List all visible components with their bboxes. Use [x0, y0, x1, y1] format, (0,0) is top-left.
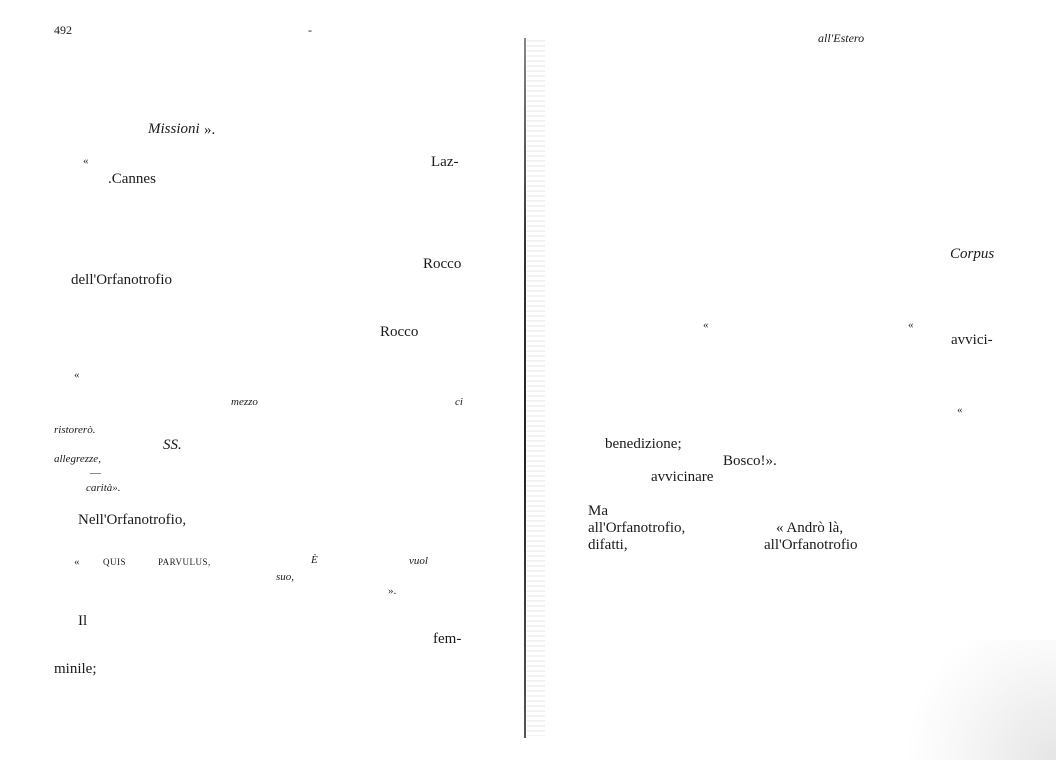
word-il: Il: [78, 613, 88, 629]
word-andro-la: « Andrò là,: [776, 520, 844, 536]
word-parvulus: PARVULUS,: [158, 557, 211, 567]
word-ristorero: ristorerò.: [54, 424, 96, 436]
word-avvicinare: avvicinare: [651, 469, 714, 485]
word-cannes: .Cannes: [108, 171, 156, 187]
page-number: 492: [54, 23, 72, 37]
word-missioni: Missioni: [148, 121, 200, 137]
word-rocco-2: Rocco: [380, 324, 419, 340]
word-ss: SS.: [163, 437, 182, 453]
word-fem: fem-: [433, 631, 462, 647]
running-head: all'Estero: [818, 31, 865, 45]
word-all-orfanotrofio-1: all'Orfanotrofio,: [588, 520, 686, 536]
word-allegrezze: allegrezze,: [54, 453, 101, 465]
word-nell-orfanotrofio: Nell'Orfanotrofio,: [78, 512, 187, 528]
quote-open-c: «: [957, 404, 963, 416]
word-minile: minile;: [54, 661, 97, 677]
word-difatti: difatti,: [588, 537, 628, 553]
word-ma: Ma: [588, 503, 608, 519]
book-gutter: [524, 38, 526, 738]
close-quote: ».: [388, 585, 397, 597]
word-carita: carità».: [86, 482, 121, 494]
word-mezzo: mezzo: [231, 396, 258, 408]
word-orfanotrofio-1: dell'Orfanotrofio: [71, 272, 173, 288]
word-e-accent: È: [311, 554, 318, 566]
gutter-shadow: [527, 40, 545, 736]
word-bosco: Bosco!».: [723, 453, 777, 469]
word-vuol: vuol: [409, 555, 428, 567]
word-quis: QUIS: [103, 557, 127, 567]
word-laz: Laz-: [431, 154, 459, 170]
dash-mark: —: [90, 467, 101, 479]
quote-open-1: «: [83, 155, 89, 167]
quote-open-2: «: [74, 369, 80, 381]
word-ci: ci: [455, 396, 463, 408]
word-avvici: avvici-: [951, 332, 993, 348]
word-corpus: Corpus: [950, 246, 995, 262]
word-missioni-close: ».: [204, 122, 216, 138]
header-dash: -: [308, 23, 312, 37]
quote-open-3: «: [74, 556, 80, 568]
word-rocco-1: Rocco: [423, 256, 462, 272]
page-speckle: [876, 640, 1056, 760]
quote-open-a: «: [703, 319, 709, 331]
word-all-orfanotrofio-2: all'Orfanotrofio: [764, 537, 858, 553]
word-suo: suo,: [276, 571, 295, 583]
word-benedizione: benedizione;: [605, 436, 682, 452]
quote-open-b: «: [908, 319, 914, 331]
